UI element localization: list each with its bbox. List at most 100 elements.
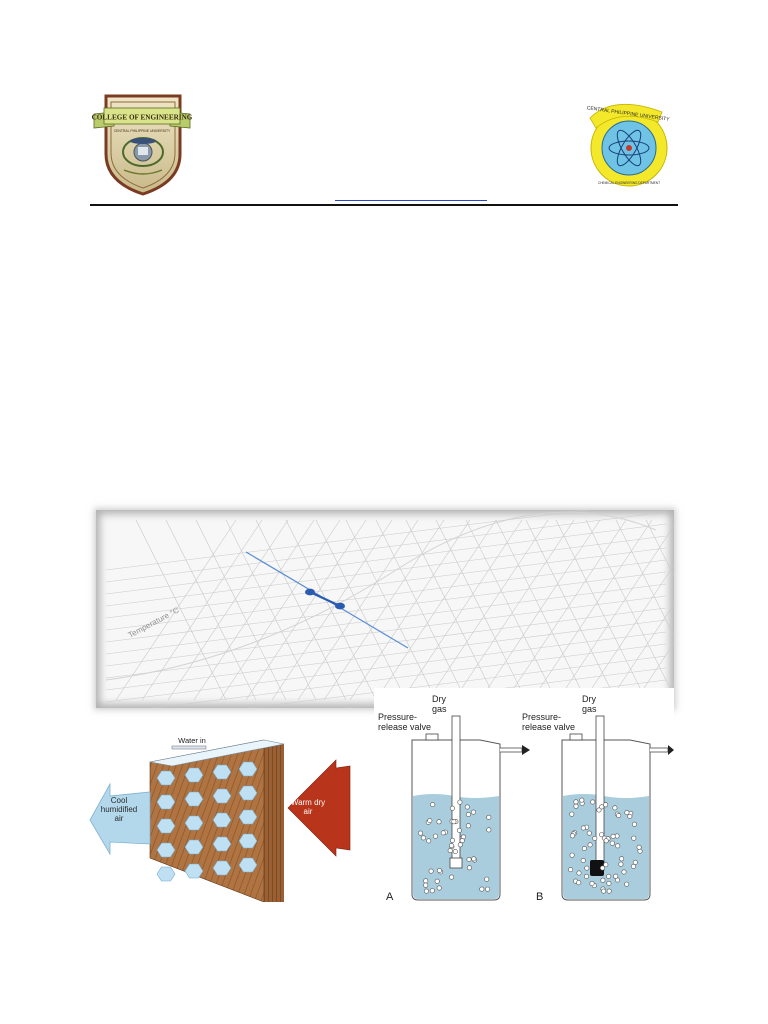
air-flow-hexagon [212,812,232,828]
cool-air-label: Cool humidified air [100,796,138,823]
gas-bubble [606,873,612,879]
grid-line [285,519,377,701]
warm-air-arrow [287,759,351,857]
pressure-valve-label-b: Pressure-release valve [522,712,576,732]
air-flow-hexagon [212,788,232,804]
pressure-valve-label-a: Pressure-release valve [378,712,432,732]
gas-bubble [486,814,492,820]
grid-line [375,519,467,701]
panel-b-letter: B [536,891,544,903]
gas-bubble [624,881,630,887]
gas-bubble [580,858,586,864]
grid-line [105,547,667,619]
gas-bubble [485,886,491,892]
sparger-stone [590,860,604,876]
psychrometric-chart-image: Temperature °C [96,510,674,708]
gas-bubble [581,846,587,852]
air-flow-hexagon [238,761,258,777]
gas-bubble [573,803,579,809]
dry-gas-label-b: Dry gas [582,694,597,714]
gas-bubble [587,842,593,848]
gas-bubble [457,842,463,848]
gas-bubble [576,870,582,876]
gas-bubble [599,832,605,838]
grid-line [645,519,674,577]
cool-air-arrow [89,782,151,856]
grid-line [465,519,557,701]
gas-bubble [423,882,429,888]
grid-line [105,619,667,691]
gas-bubble [621,869,627,875]
grid-line [557,525,674,701]
grid-line [555,519,647,701]
college-of-engineering-logo: COLLEGE OF ENGINEERING CENTRAL PHILIPPIN… [92,92,193,196]
gas-bubble [589,881,595,887]
gas-bubble [636,844,642,850]
gas-bubble [612,805,618,811]
grid-line [219,519,341,701]
grid-line [105,571,667,643]
gas-bubble [569,852,575,858]
air-flow-hexagon [238,809,258,825]
gas-bubble [466,857,472,863]
grid-line [255,519,347,701]
gas-bubble [570,833,576,839]
gas-bubble [464,804,470,810]
atom-seal-icon: CENTRAL PHILIPPINE UNIVERSITY CHEMICAL E… [586,103,671,187]
grid-line [105,511,667,583]
psychrometric-chart-graphic: Temperature °C [105,510,674,708]
gas-bubble [600,877,606,883]
air-flow-hexagon [156,866,176,882]
grid-line [495,519,587,701]
gas-bubble [627,813,633,819]
gas-bubble [459,838,465,844]
gas-bubble [603,862,609,868]
air-flow-hexagon [238,833,258,849]
air-flow-hexagon [184,767,204,783]
water-in-label: Water in [178,736,206,745]
air-flow-hexagon [212,860,232,876]
air-flow-hexagon [212,764,232,780]
grid-line [585,519,674,697]
grid-line [165,519,257,701]
gas-bubble [569,811,575,817]
gas-bubble [484,876,490,882]
gas-bubble [426,838,432,844]
grid-line [271,519,393,701]
air-flow-hexagon [184,839,204,855]
gas-bubble [440,830,446,836]
grid-line [151,643,667,708]
grid-line [105,559,667,631]
air-flow-hexagon [156,794,176,810]
grid-line [525,519,617,701]
gas-bubble [590,799,596,805]
grid-line [105,523,667,595]
grid-line [349,519,471,701]
gas-bubble [429,888,435,894]
gas-bubble [601,888,607,894]
grid-line [435,519,527,701]
gas-bubble [465,823,471,829]
header-divider [90,204,678,206]
gas-bubble [436,868,442,874]
gas-bubble [573,799,579,805]
gas-bubble [434,878,440,884]
seal-department-text: CHEMICAL ENGINEERING DEPARTMENT [598,181,660,185]
evaporative-cooling-pad-diagram: Water in Cool humidified air Warm dry ai… [88,726,358,903]
gas-bubble [610,833,616,839]
gas-bubble [471,809,477,815]
panel-a-letter: A [386,891,394,903]
logo-subtext: CENTRAL PHILIPPINE UNIVERSITY [114,129,171,133]
logo-banner-text: COLLEGE OF ENGINEERING [92,114,192,122]
grid-line [531,519,653,701]
gas-bubble [630,863,636,869]
gas-bubble [631,835,637,841]
gas-bubble [616,813,622,819]
grid-line [345,519,437,701]
header-link[interactable] [335,190,487,201]
gas-bubble [423,878,429,884]
grid-line [167,519,289,701]
grid-line [615,519,674,637]
gas-bubble [466,865,472,871]
gas-bubble [632,859,638,865]
